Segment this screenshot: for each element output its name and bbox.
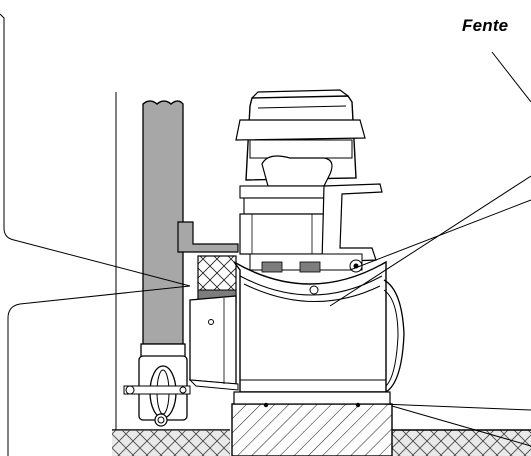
concrete-base (231, 403, 393, 456)
leader-lines (0, 13, 531, 456)
motor-lower-housing (233, 260, 391, 408)
ground-left (112, 429, 230, 456)
motor-internals (239, 155, 383, 273)
side-cover (383, 279, 405, 393)
gate-wheel (123, 343, 191, 427)
ground-right (392, 429, 531, 456)
release-flap (188, 295, 239, 391)
rack-bracket (177, 221, 239, 305)
gate-leaf (142, 100, 184, 345)
fente-label: Fente (462, 16, 509, 35)
